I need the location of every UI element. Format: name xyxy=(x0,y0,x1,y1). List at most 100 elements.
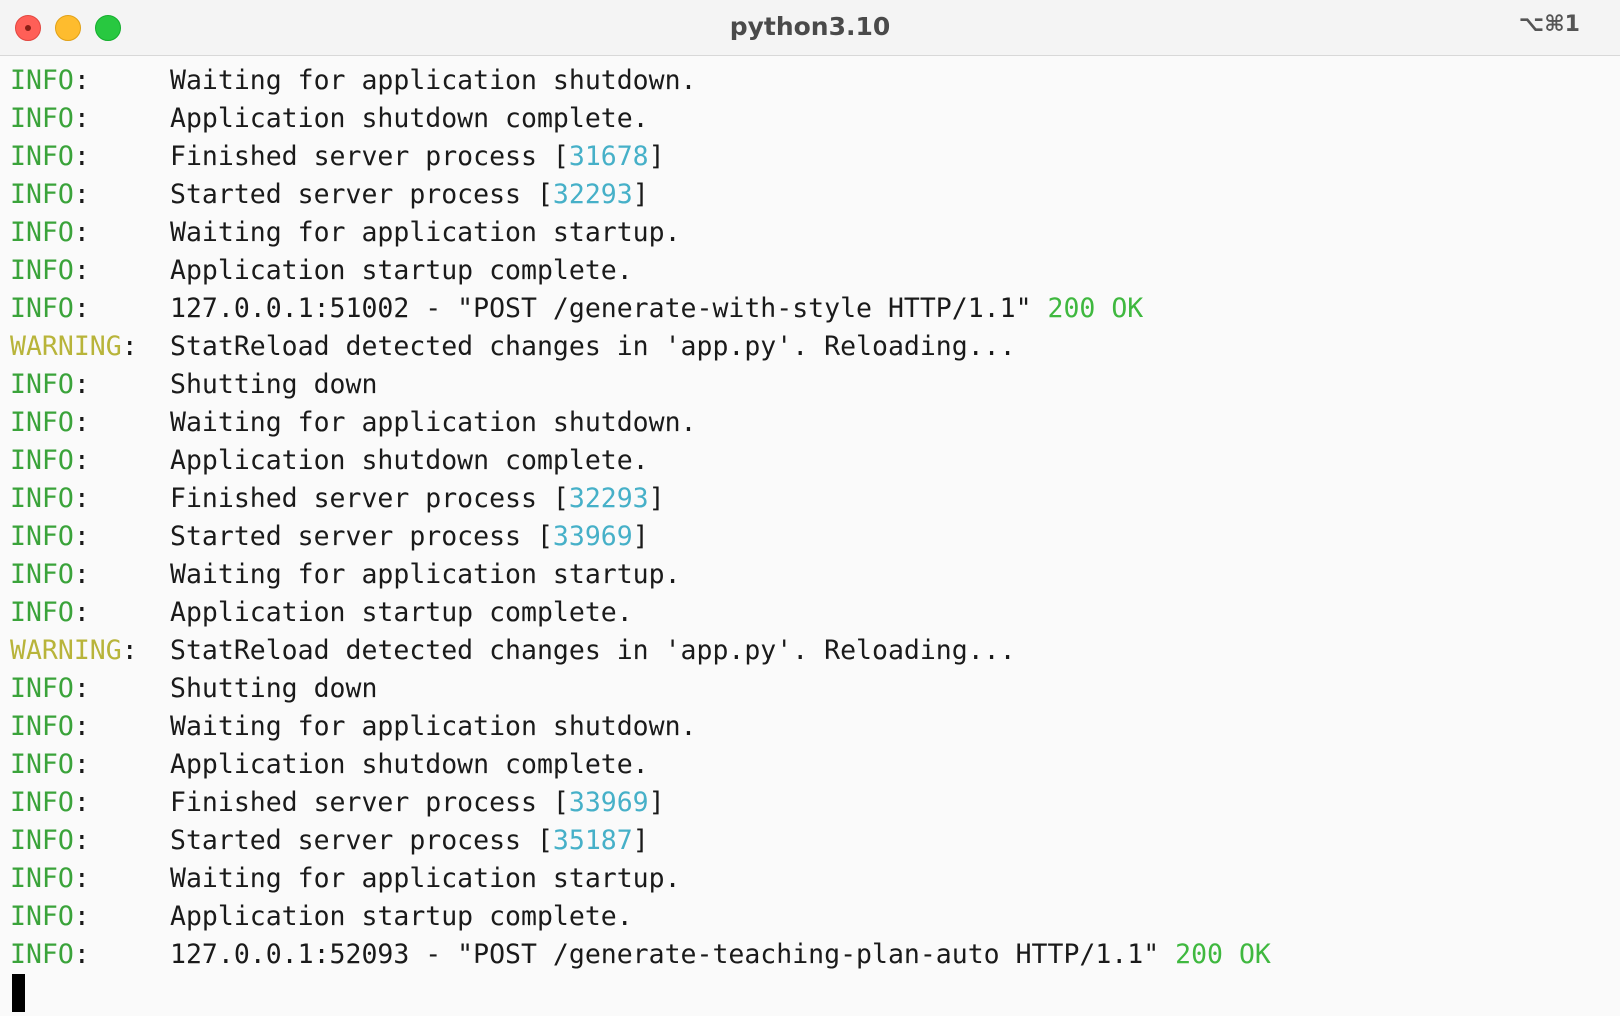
log-level: INFO: xyxy=(10,556,170,594)
log-level-separator: : xyxy=(73,711,90,742)
log-line: INFO:Application startup complete. xyxy=(10,594,1610,632)
log-line: WARNING:StatReload detected changes in '… xyxy=(10,328,1610,366)
log-line: INFO:Application startup complete. xyxy=(10,898,1610,936)
process-id: 32293 xyxy=(568,483,649,514)
log-line: INFO:Waiting for application startup. xyxy=(10,214,1610,252)
log-line: INFO:Shutting down xyxy=(10,670,1610,708)
log-level-text: INFO xyxy=(10,559,74,590)
close-button[interactable] xyxy=(15,15,41,41)
log-level-text: INFO xyxy=(10,255,74,286)
tab-shortcut-label: ⌥⌘1 xyxy=(1518,12,1580,37)
log-line: INFO:Waiting for application shutdown. xyxy=(10,404,1610,442)
log-level-text: INFO xyxy=(10,445,74,476)
log-level: INFO: xyxy=(10,100,170,138)
log-level: WARNING: xyxy=(10,632,170,670)
log-line: INFO:Waiting for application shutdown. xyxy=(10,708,1610,746)
log-message-suffix: ] xyxy=(632,179,649,210)
log-level: WARNING: xyxy=(10,328,170,366)
log-level: INFO: xyxy=(10,518,170,556)
log-level-separator: : xyxy=(73,901,90,932)
title-bar[interactable]: python3.10 ⌥⌘1 xyxy=(0,0,1620,56)
log-level-separator: : xyxy=(73,103,90,134)
log-level-separator: : xyxy=(73,141,90,172)
zoom-button[interactable] xyxy=(95,15,121,41)
minimize-button[interactable] xyxy=(55,15,81,41)
log-level-separator: : xyxy=(73,217,90,248)
terminal-output[interactable]: INFO:Waiting for application shutdown.IN… xyxy=(10,62,1610,974)
log-level-separator: : xyxy=(73,863,90,894)
log-message-suffix: ] xyxy=(648,483,665,514)
log-message: Application shutdown complete. xyxy=(170,103,649,134)
process-id: 33969 xyxy=(568,787,649,818)
log-message: Application startup complete. xyxy=(170,255,633,286)
process-id: 35187 xyxy=(552,825,633,856)
log-level-text: INFO xyxy=(10,825,74,856)
log-message: Shutting down xyxy=(170,369,378,400)
log-level-text: INFO xyxy=(10,901,74,932)
log-level-text: INFO xyxy=(10,65,74,96)
log-level-text: INFO xyxy=(10,179,74,210)
log-line: INFO:Application shutdown complete. xyxy=(10,442,1610,480)
log-line: INFO:Finished server process [33969] xyxy=(10,784,1610,822)
log-line: INFO:Application shutdown complete. xyxy=(10,746,1610,784)
log-level: INFO: xyxy=(10,936,170,974)
log-level: INFO: xyxy=(10,860,170,898)
log-message: Application shutdown complete. xyxy=(170,445,649,476)
log-level-separator: : xyxy=(73,407,90,438)
log-level: INFO: xyxy=(10,708,170,746)
log-message: Application startup complete. xyxy=(170,901,633,932)
log-level-text: INFO xyxy=(10,521,74,552)
process-id: 33969 xyxy=(552,521,633,552)
log-level-separator: : xyxy=(121,635,138,666)
log-level: INFO: xyxy=(10,252,170,290)
log-level: INFO: xyxy=(10,898,170,936)
log-line: INFO:127.0.0.1:52093 - "POST /generate-t… xyxy=(10,936,1610,974)
log-line: INFO:127.0.0.1:51002 - "POST /generate-w… xyxy=(10,290,1610,328)
text-cursor xyxy=(12,974,25,1012)
log-line: INFO:Waiting for application startup. xyxy=(10,556,1610,594)
log-level: INFO: xyxy=(10,404,170,442)
log-level: INFO: xyxy=(10,746,170,784)
log-line: INFO:Finished server process [31678] xyxy=(10,138,1610,176)
log-message-suffix: ] xyxy=(632,825,649,856)
log-level: INFO: xyxy=(10,442,170,480)
log-level-text: INFO xyxy=(10,293,74,324)
process-id: 32293 xyxy=(552,179,633,210)
log-level-separator: : xyxy=(73,749,90,780)
log-line: INFO:Finished server process [32293] xyxy=(10,480,1610,518)
log-message: Waiting for application startup. xyxy=(170,559,681,590)
log-line: WARNING:StatReload detected changes in '… xyxy=(10,632,1610,670)
window-title: python3.10 xyxy=(729,12,891,41)
log-line: INFO:Shutting down xyxy=(10,366,1610,404)
log-level-text: INFO xyxy=(10,407,74,438)
log-level-text: INFO xyxy=(10,597,74,628)
log-message: 127.0.0.1:51002 - "POST /generate-with-s… xyxy=(170,293,1048,324)
log-level-text: INFO xyxy=(10,787,74,818)
log-level-text: INFO xyxy=(10,939,74,970)
log-level-text: INFO xyxy=(10,711,74,742)
log-message: Application shutdown complete. xyxy=(170,749,649,780)
log-level-separator: : xyxy=(73,255,90,286)
log-message: 127.0.0.1:52093 - "POST /generate-teachi… xyxy=(170,939,1176,970)
log-message: Started server process [ xyxy=(170,521,553,552)
log-level-text: INFO xyxy=(10,369,74,400)
log-line: INFO:Waiting for application shutdown. xyxy=(10,62,1610,100)
log-message-suffix: ] xyxy=(632,521,649,552)
log-line: INFO:Started server process [35187] xyxy=(10,822,1610,860)
log-level: INFO: xyxy=(10,822,170,860)
log-level-separator: : xyxy=(121,331,138,362)
log-level-separator: : xyxy=(73,787,90,818)
log-level-separator: : xyxy=(73,445,90,476)
log-level-separator: : xyxy=(73,939,90,970)
http-status: 200 OK xyxy=(1047,293,1144,324)
log-line: INFO:Started server process [33969] xyxy=(10,518,1610,556)
log-message: Finished server process [ xyxy=(170,787,569,818)
log-level-text: INFO xyxy=(10,141,74,172)
log-level-separator: : xyxy=(73,293,90,324)
log-message: Waiting for application startup. xyxy=(170,863,681,894)
log-level-separator: : xyxy=(73,483,90,514)
log-level: INFO: xyxy=(10,290,170,328)
log-level-text: INFO xyxy=(10,863,74,894)
process-id: 31678 xyxy=(568,141,649,172)
